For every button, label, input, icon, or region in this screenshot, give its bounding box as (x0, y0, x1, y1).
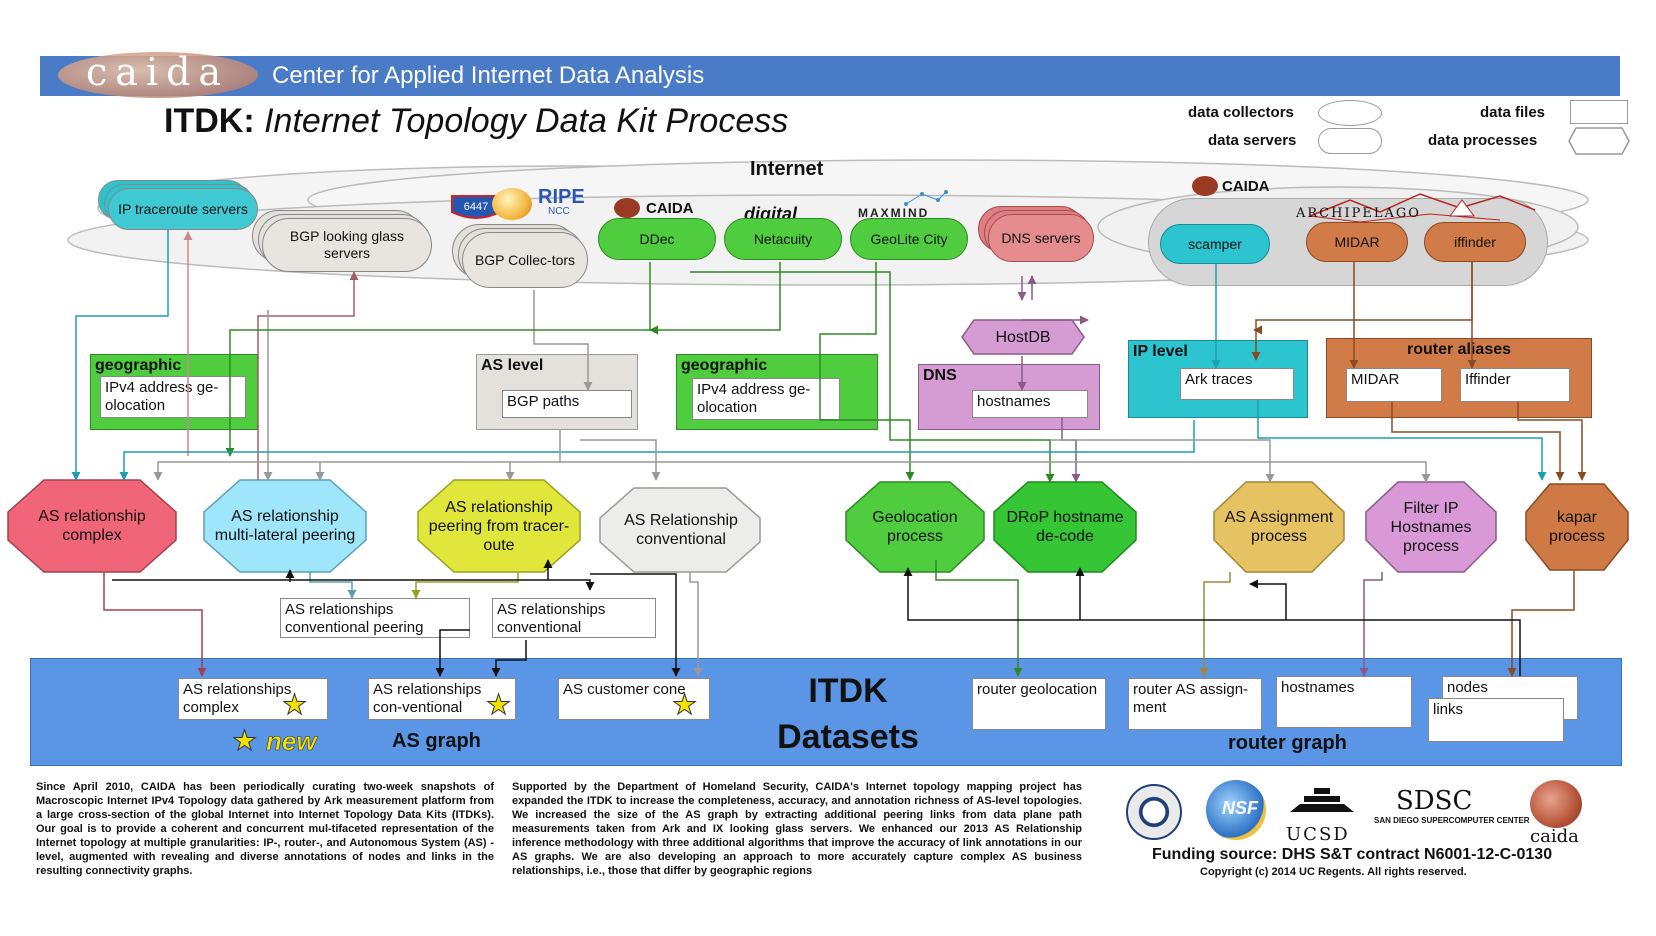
page-title: ITDK: Internet Topology Data Kit Process (164, 102, 789, 140)
legend-data-servers-label: data servers (1208, 132, 1297, 149)
caida-mini-logo-icon (614, 198, 640, 218)
router-geolocation-dataset: router geolocation (972, 678, 1106, 730)
star-icon: ★ (231, 725, 258, 757)
org-name: Center for Applied Internet Data Analysi… (272, 62, 705, 89)
as-graph-label: AS graph (392, 730, 481, 752)
nsf-label: NSF (1222, 798, 1258, 818)
header-bar (40, 56, 1620, 96)
legend-data-collectors-label: data collectors (1188, 104, 1294, 121)
process-filter-ip-hostnames: Filter IP Hostnames process (1390, 499, 1472, 555)
as-rel-conventional-file: AS relationships conventional (492, 598, 656, 638)
ipv4-geolocation-file-1: IPv4 address ge-olocation (100, 376, 246, 418)
as-rel-conventional-peering-file: AS relationships conventional peering (280, 598, 470, 638)
caida-label-ddec: CAIDA (646, 200, 694, 217)
router-graph-label: router graph (1228, 732, 1347, 754)
process-as-relationship-conventional: AS Relationship conventional (624, 512, 738, 548)
bgp-looking-glass-servers: BGP looking glass servers (262, 218, 432, 272)
hostnames-dataset: hostnames (1276, 676, 1412, 728)
links-dataset: links (1428, 698, 1564, 742)
ripe-logo: RIPE (538, 186, 585, 208)
legend-server-shape (1318, 128, 1382, 154)
as-relationships-conventional-dataset: AS relationships con-ventional (368, 678, 516, 720)
hostnames-file: hostnames (972, 390, 1088, 418)
dns-servers: DNS servers (988, 214, 1094, 262)
router-as-assignment-dataset: router AS assign-ment (1128, 678, 1262, 730)
ripe-logo-icon (492, 188, 532, 220)
funding-source: Funding source: DHS S&T contract N6001-1… (1152, 846, 1553, 863)
star-icon: ★ (671, 689, 698, 721)
process-as-relationship-traceroute: AS relationship peering from tracer-oute (428, 498, 570, 554)
ucsd-label: UCSD (1286, 824, 1350, 845)
legend-data-processes-label: data processes (1428, 132, 1538, 149)
legend-data-files-label: data files (1480, 104, 1546, 121)
caida-logo: caida (86, 50, 230, 94)
ddec-server: DDec (598, 218, 716, 260)
archipelago-label: ARCHIPELAGO (1296, 206, 1421, 221)
process-kapar: kapar process (1548, 509, 1606, 545)
ark-traces-file: Ark traces (1180, 368, 1294, 400)
ip-traceroute-servers: IP traceroute servers (108, 188, 258, 230)
caida-label-ark: CAIDA (1222, 178, 1270, 195)
midar-file: MIDAR (1346, 368, 1442, 402)
star-icon: ★ (485, 689, 512, 721)
legend-file-shape (1570, 100, 1628, 124)
as-level-title: AS level (481, 357, 544, 374)
as-relationships-complex-dataset: AS relationships complex (178, 678, 328, 720)
ripe-ncc: NCC (548, 206, 570, 217)
process-geolocation: Geolocation process (872, 509, 958, 545)
iffinder-file: Iffinder (1460, 368, 1570, 402)
netacuity-server: Netacuity (724, 218, 842, 260)
process-as-assignment: AS Assignment process (1224, 509, 1334, 545)
as-customer-cone-dataset: AS customer cone (558, 678, 710, 720)
legend-process-shape (1568, 127, 1630, 155)
process-as-relationship-multilateral: AS relationship multi-lateral peering (214, 508, 356, 544)
internet-label: Internet (750, 158, 824, 180)
process-shapes (7, 479, 1629, 573)
star-icon: ★ (281, 689, 308, 721)
footer-middle-text: Supported by the Department of Homeland … (512, 781, 1082, 877)
itdk-title: ITDK (808, 672, 888, 710)
caida-footer-logo-icon (1530, 780, 1582, 828)
legend-collector-shape (1318, 100, 1382, 126)
maxmind-stars-icon (904, 190, 948, 206)
sdsc-sub: SAN DIEGO SUPERCOMPUTER CENTER (1374, 816, 1530, 825)
scamper-collector: scamper (1160, 224, 1270, 264)
router-aliases-title: router aliases (1406, 341, 1512, 358)
footer-left-text: Since April 2010, CAIDA has been periodi… (36, 781, 494, 877)
geographic-title-2: geographic (681, 357, 768, 374)
new-label: new (266, 726, 317, 757)
copyright: Copyright (c) 2014 UC Regents. All right… (1200, 866, 1467, 878)
bgp-paths-file: BGP paths (502, 390, 632, 418)
svg-text:6447: 6447 (464, 201, 488, 213)
datasets-title: Datasets (777, 718, 919, 756)
process-as-relationship-complex: AS relationship complex (38, 508, 146, 544)
globe-icon (58, 52, 258, 98)
ucsd-logo-icon (1290, 788, 1354, 812)
hostdb-label: HostDB (995, 328, 1051, 346)
sdsc-logo: SDSC (1396, 786, 1473, 816)
geographic-title-1: geographic (95, 357, 182, 374)
dns-title: DNS (923, 367, 957, 384)
process-drop-hostname-decode: DRoP hostname de-code (1006, 509, 1124, 545)
ipv4-geolocation-file-2: IPv4 address ge-olocation (692, 378, 840, 420)
midar-collector: MIDAR (1306, 222, 1408, 262)
iffinder-collector: iffinder (1424, 222, 1526, 262)
caida-footer-label: caida (1530, 826, 1579, 847)
ark-map-icon (1309, 193, 1536, 223)
nsf-logo-icon (1206, 780, 1266, 840)
geolite-server: GeoLite City (850, 218, 968, 260)
dhs-seal-icon (1126, 784, 1182, 840)
ip-level-title: IP level (1133, 343, 1188, 360)
maxmind-logo: MAXMIND (858, 206, 930, 220)
caida-mini-logo-icon-2 (1192, 176, 1218, 196)
bgp-collectors: BGP Collec-tors (462, 232, 588, 288)
